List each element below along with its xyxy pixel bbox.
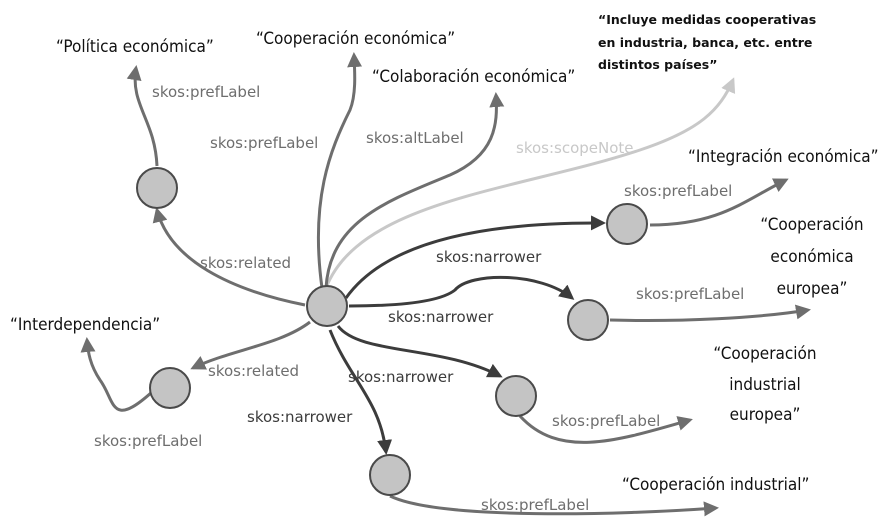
- edge-related-upper: [152, 207, 306, 307]
- coop-europea-line-3: europea”: [777, 279, 848, 299]
- edge-label-preflabel-interdependencia: skos:prefLabel: [94, 432, 202, 450]
- node-coop-europea-concept: [567, 299, 609, 341]
- edge-preflabel-coop-ind-europea: [518, 414, 693, 444]
- literal-scope-note: “Incluye medidas cooperativas en industr…: [598, 12, 816, 72]
- edge-label-narrower-3: skos:narrower: [348, 368, 454, 386]
- coop-europea-line-2: económica: [770, 247, 853, 267]
- node-coop-ind-europea-concept: [495, 375, 537, 417]
- scope-note-line-3: distintos países”: [598, 57, 717, 72]
- edge-label-narrower-2: skos:narrower: [388, 308, 494, 326]
- edge-narrower-2: [348, 275, 575, 308]
- literal-interdependencia: “Interdependencia”: [10, 315, 160, 335]
- literal-cooperacion-industrial-europea: “Cooperación industrial europea”: [713, 344, 816, 425]
- edge-altlabel: [324, 92, 505, 289]
- scope-note-line-2: en industria, banca, etc. entre: [598, 35, 812, 50]
- edge-label-preflabel-politica: skos:prefLabel: [152, 83, 260, 101]
- edge-label-scopenote: skos:scopeNote: [516, 139, 634, 157]
- coop-ind-europea-line-2: industrial: [729, 375, 800, 395]
- literal-colaboracion-economica: “Colaboración económica”: [372, 67, 575, 87]
- node-central-concept: [306, 285, 348, 327]
- node-politica-concept: [136, 167, 178, 209]
- edge-label-altlabel: skos:altLabel: [366, 129, 464, 147]
- edge-label-narrower-1: skos:narrower: [436, 248, 542, 266]
- literal-cooperacion-economica: “Cooperación económica”: [256, 29, 455, 49]
- edge-preflabel-politica: [126, 65, 159, 167]
- edge-narrower-1: [344, 215, 606, 299]
- edge-preflabel-interdependencia: [80, 337, 154, 412]
- literal-cooperacion-industrial: “Cooperación industrial”: [622, 475, 809, 495]
- literal-politica-economica: “Política económica”: [56, 37, 214, 57]
- literal-integracion-economica: “Integración económica”: [688, 147, 879, 167]
- node-coop-industrial-concept: [369, 454, 411, 496]
- edge-narrower-3: [336, 325, 503, 378]
- edge-preflabel-coop-europea: [609, 304, 811, 322]
- edge-label-related-upper: skos:related: [200, 254, 291, 272]
- scope-note-line-1: “Incluye medidas cooperativas: [598, 12, 816, 27]
- edge-preflabel-integracion: [649, 178, 789, 227]
- node-interdependencia-concept: [149, 367, 191, 409]
- node-integracion-concept: [606, 203, 648, 245]
- edge-preflabel-coop-industrial: [389, 494, 719, 517]
- edge-preflabel-cooperacion: [316, 52, 363, 289]
- edge-narrower-4: [328, 329, 393, 455]
- edge-label-preflabel-coop-ind-europea: skos:prefLabel: [552, 412, 660, 430]
- edge-label-preflabel-coop-europea: skos:prefLabel: [636, 285, 744, 303]
- coop-europea-line-1: “Cooperación: [760, 215, 863, 235]
- coop-ind-europea-line-1: “Cooperación: [713, 344, 816, 364]
- edge-label-preflabel-coop-industrial: skos:prefLabel: [481, 496, 589, 514]
- edge-related-lower: [190, 320, 311, 370]
- edge-scopenote: [324, 77, 736, 289]
- edge-label-preflabel-integracion: skos:prefLabel: [624, 182, 732, 200]
- coop-ind-europea-line-3: europea”: [730, 405, 801, 425]
- edge-label-narrower-4: skos:narrower: [247, 408, 353, 426]
- edge-label-preflabel-center: skos:prefLabel: [210, 134, 318, 152]
- edge-label-related-lower: skos:related: [208, 362, 299, 380]
- literal-cooperacion-economica-europea: “Cooperación económica europea”: [760, 215, 863, 299]
